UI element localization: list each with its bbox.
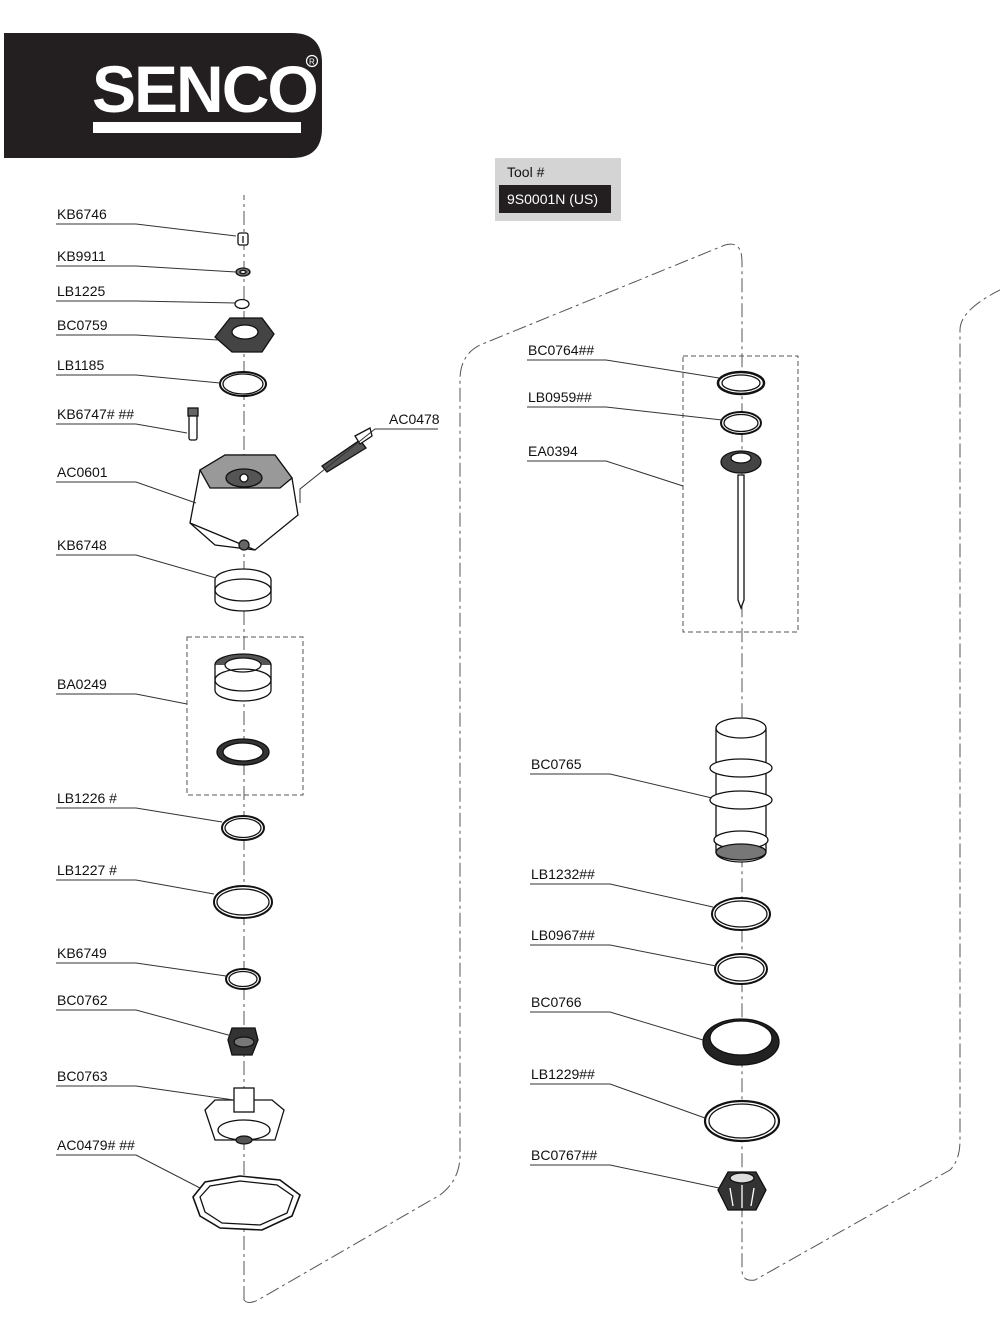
tool-number-value: 9S0001N (US) xyxy=(499,185,611,213)
part-label: BC0762 xyxy=(57,992,108,1008)
screw-kb6747-drawing xyxy=(187,407,199,441)
o-ring-lb1226-drawing xyxy=(221,815,265,841)
tool-number-box: Tool # 9S0001N (US) xyxy=(495,158,621,221)
gasket-ac0479-drawing xyxy=(192,1175,301,1231)
part-label: AC0478 xyxy=(389,411,440,427)
part-label: LB1229## xyxy=(531,1066,595,1082)
part-label: LB1227 # xyxy=(57,862,117,878)
part-label: BC0763 xyxy=(57,1068,108,1084)
bumper-bc0766-drawing xyxy=(702,1018,780,1066)
panel-outline xyxy=(243,195,1000,1303)
cylinder-bc0765-drawing xyxy=(709,717,773,863)
part-label: KB6746 xyxy=(57,206,107,222)
o-ring-lb0959-drawing xyxy=(720,411,762,435)
leader-lines xyxy=(56,223,723,1189)
tool-number-caption: Tool # xyxy=(507,164,545,180)
registered-mark: R xyxy=(309,58,315,67)
part-label: KB6748 xyxy=(57,537,107,553)
housing-ac0601-drawing xyxy=(189,454,299,551)
washer-kb9911-drawing xyxy=(235,267,251,277)
part-labels: KB6746 KB9911 LB1225 BC0759 LB1185 KB674… xyxy=(57,206,597,1163)
o-ring-bc0764-drawing xyxy=(716,370,766,396)
part-label: KB9911 xyxy=(57,248,106,264)
nose-bc0767-drawing xyxy=(717,1171,767,1211)
o-ring-lb1232-drawing xyxy=(711,897,771,931)
o-ring-lb0967-drawing xyxy=(714,953,768,985)
seal-ba0249-lower-drawing xyxy=(216,738,270,766)
part-label: BC0766 xyxy=(531,994,582,1010)
part-label: LB1185 xyxy=(57,357,104,373)
o-ring-lb1227-drawing xyxy=(213,885,273,919)
o-ring-kb6749-drawing xyxy=(225,968,261,990)
spring-bc0763-drawing xyxy=(204,1087,285,1145)
part-label: BA0249 xyxy=(57,676,107,692)
screw-kb6746-drawing xyxy=(237,232,249,246)
valve-bc0762-drawing xyxy=(227,1027,259,1056)
kit-box-ba0249 xyxy=(186,636,304,796)
seal-ba0249-upper-drawing xyxy=(214,653,272,702)
senco-logo: SENCO R xyxy=(4,33,322,158)
part-label: AC0601 xyxy=(57,464,108,480)
part-label: LB0967## xyxy=(531,927,595,943)
piston-ea0394-drawing xyxy=(720,450,762,610)
o-ring-lb1185-drawing xyxy=(219,371,267,397)
kit-box-ea0394 xyxy=(682,355,799,633)
cap-bc0759-drawing xyxy=(214,317,275,353)
part-label: EA0394 xyxy=(528,443,578,459)
o-ring-lb1229-drawing xyxy=(703,1099,781,1143)
part-label: LB1232## xyxy=(531,866,595,882)
o-ring-lb1225-drawing xyxy=(234,298,250,310)
logo-text: SENCO xyxy=(92,52,317,126)
part-label: LB0959## xyxy=(528,389,592,405)
part-label: BC0759 xyxy=(57,317,108,333)
part-label: BC0765 xyxy=(531,756,582,772)
part-label: BC0767## xyxy=(531,1147,597,1163)
part-label: BC0764## xyxy=(528,342,594,358)
cylinder-ring-kb6748-drawing xyxy=(214,568,272,612)
part-label: KB6749 xyxy=(57,945,107,961)
part-label: AC0479# ## xyxy=(57,1137,135,1153)
fitting-ac0478-drawing xyxy=(321,427,373,473)
part-label: LB1225 xyxy=(57,283,105,299)
part-label: LB1226 # xyxy=(57,790,117,806)
part-label: KB6747# ## xyxy=(57,406,134,422)
